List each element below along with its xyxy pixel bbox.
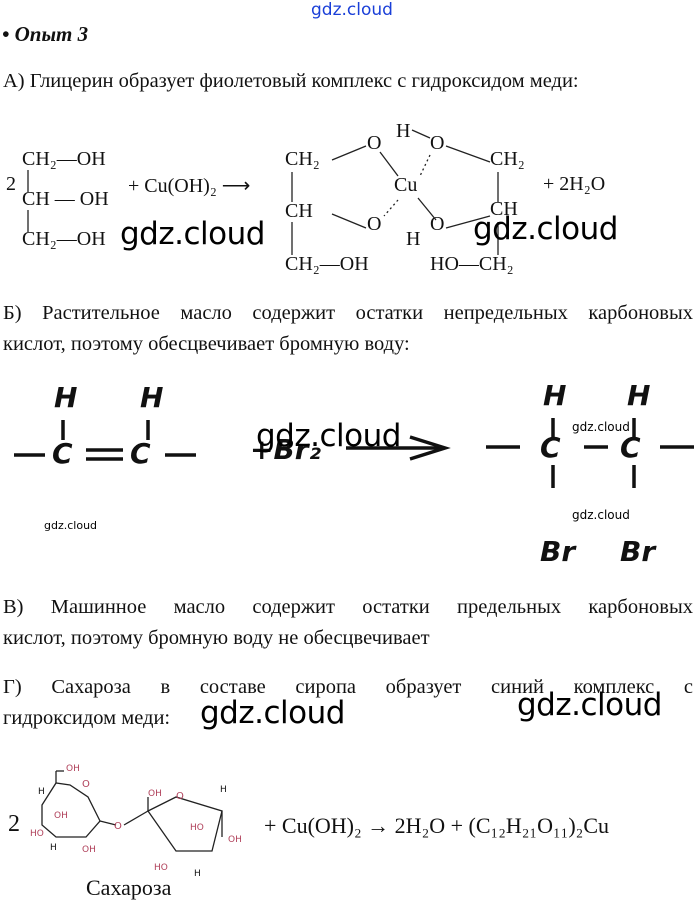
oh-label: OH <box>228 835 242 845</box>
ho-label: HO <box>154 863 168 873</box>
p-right-1: CH₂ <box>490 148 525 170</box>
product: + 2H₂O <box>543 173 606 195</box>
site-label: gdz.cloud <box>311 0 393 20</box>
o-1: O <box>367 132 382 154</box>
watermark: gdz.cloud <box>200 695 345 731</box>
glycerin-equation: 2 CH₂—OH CH — OH CH₂—OH + Cu(OH)₂ ⟶ CH₂ … <box>0 110 697 285</box>
h-label: H <box>194 869 201 879</box>
bond-lines <box>27 129 499 255</box>
oh-label: OH <box>54 811 68 821</box>
formula-r2: CH — OH <box>22 188 109 210</box>
o-label: O <box>176 791 184 802</box>
c-atom: C <box>130 437 151 470</box>
h-atom: H <box>627 379 651 412</box>
reagent: +Br₂ <box>250 433 321 466</box>
watermark: gdz.cloud <box>517 687 662 723</box>
h-atom: H <box>543 379 567 412</box>
c-atom: C <box>540 431 561 464</box>
watermark: gdz.cloud <box>256 418 401 454</box>
ho-label: HO <box>190 823 204 833</box>
p-right-3: HO—CH₂ <box>430 253 514 275</box>
reagent: + Cu(OH)₂ ⟶ <box>128 175 251 197</box>
cu: Cu <box>394 174 418 196</box>
formula-r1: CH₂—OH <box>22 148 106 170</box>
watermark: gdz.cloud <box>473 211 618 247</box>
o-label: O <box>114 821 122 832</box>
h-label: H <box>38 787 45 797</box>
o-3: O <box>367 213 382 235</box>
paragraph-b-line1: Б) Растительное масло содержит остатки н… <box>3 302 693 324</box>
p-left-1: CH₂ <box>285 148 320 170</box>
oh-label: OH <box>148 789 162 799</box>
watermark: gdz.cloud <box>120 216 265 252</box>
sucrose-equation: 2 OH O OH HO OH O OH O HO OH HO H H H H … <box>0 745 697 909</box>
oh-label: OH <box>66 764 80 774</box>
c-atom: C <box>620 431 641 464</box>
watermark-small: gdz.cloud <box>572 508 630 522</box>
br-atom: Br <box>620 535 656 568</box>
ho-label: HO <box>30 829 44 839</box>
h-1: H <box>396 120 411 142</box>
h-atom: H <box>140 381 164 414</box>
paragraph-c-line1: В) Машинное масло содержит остатки преде… <box>3 596 693 618</box>
paragraph-a: А) Глицерин образует фиолетовый комплекс… <box>3 70 579 92</box>
oh-label: OH <box>82 845 96 855</box>
h-2: H <box>406 228 421 250</box>
paragraph-c-line2: кислот, поэтому бромную воду не обесцвеч… <box>3 627 430 649</box>
o-label: O <box>82 779 90 790</box>
h-label: H <box>50 843 57 853</box>
h-atom: H <box>54 381 78 414</box>
sucrose-structure <box>41 770 223 852</box>
watermark-small: gdz.cloud <box>44 519 98 532</box>
p-left-2: CH <box>285 200 313 222</box>
br-atom: Br <box>540 535 576 568</box>
p-left-3: CH₂—OH <box>285 253 369 275</box>
section-title: • Опыт 3 <box>2 22 89 46</box>
formula-r3: CH₂—OH <box>22 228 106 250</box>
sucrose-caption: Сахароза <box>86 875 172 900</box>
o-4: O <box>430 213 445 235</box>
bromination-equation: H H C C +Br₂ H H C C Br Br <box>0 375 697 575</box>
coef: 2 <box>8 811 20 837</box>
equation-rest: + Cu(OH)₂ → 2H₂O + (C₁₂H₂₁O₁₁)₂Cu <box>264 813 609 838</box>
paragraph-d-line2: гидроксидом меди: <box>3 707 171 729</box>
o-2: O <box>430 132 445 154</box>
p-right-2: CH <box>490 198 518 220</box>
paragraph-b-line2: кислот, поэтому обесцвечивает бромную во… <box>3 333 410 355</box>
paragraph-d-line1: Г) Сахароза в составе сиропа образует си… <box>3 676 693 698</box>
c-atom: C <box>52 437 73 470</box>
watermark-small: gdz.cloud <box>572 420 630 434</box>
h-label: H <box>220 785 227 795</box>
coef: 2 <box>6 173 16 195</box>
